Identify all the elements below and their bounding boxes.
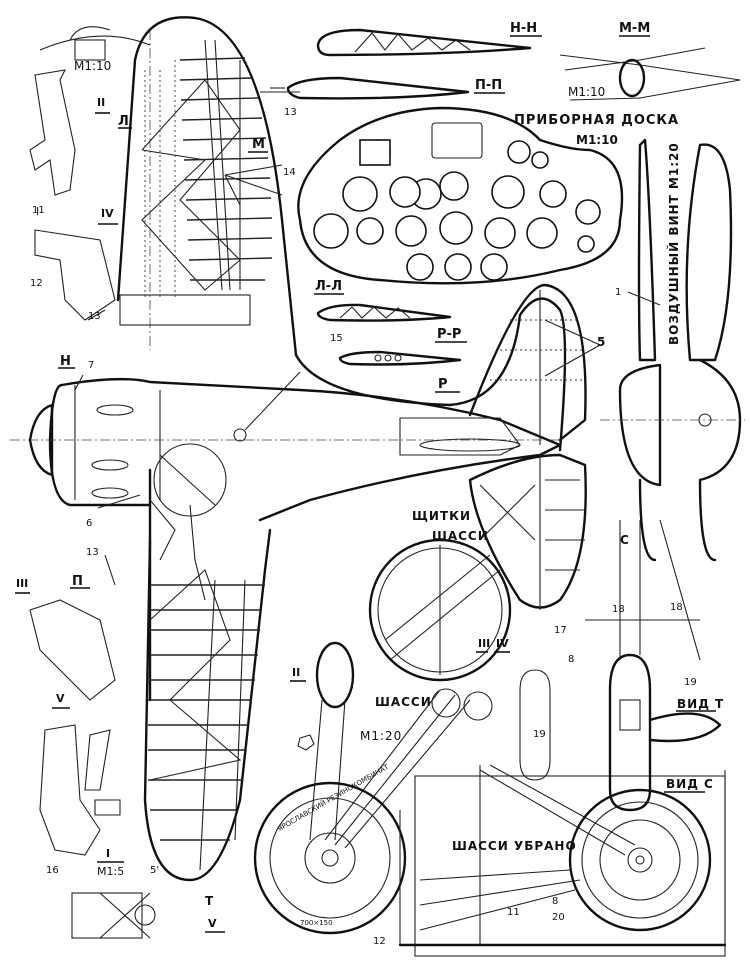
upper-wing xyxy=(116,16,298,357)
instrument-panel xyxy=(297,106,624,285)
horizontal-stabilizer-upper xyxy=(468,283,587,445)
section-m-m-profile xyxy=(559,47,741,101)
fuselage xyxy=(10,297,567,702)
propeller-views xyxy=(600,138,745,562)
view-t-gear xyxy=(519,519,722,812)
wheel-well-cover xyxy=(153,443,227,517)
section-l-l-profile xyxy=(316,303,452,322)
section-p-p-profile xyxy=(260,76,470,100)
section-n-n-profile xyxy=(316,28,532,57)
detail-iv-fitting xyxy=(34,229,116,321)
gear-door-disc xyxy=(368,538,512,682)
wing-ribs-lower xyxy=(148,584,265,841)
leader-lines xyxy=(74,87,661,586)
landing-gear-leg xyxy=(253,641,493,935)
detail-i-fitting xyxy=(71,892,156,939)
horizontal-stabilizer-lower xyxy=(468,453,587,610)
section-r-r-profile xyxy=(338,350,462,366)
detail-iii-fitting xyxy=(29,599,116,701)
lower-wing xyxy=(143,528,272,882)
marker-underlines xyxy=(15,35,716,933)
detail-ii-lever xyxy=(29,26,151,196)
gear-retracted-view xyxy=(398,764,727,957)
gauges xyxy=(313,139,601,281)
detail-v-fitting xyxy=(39,724,121,856)
